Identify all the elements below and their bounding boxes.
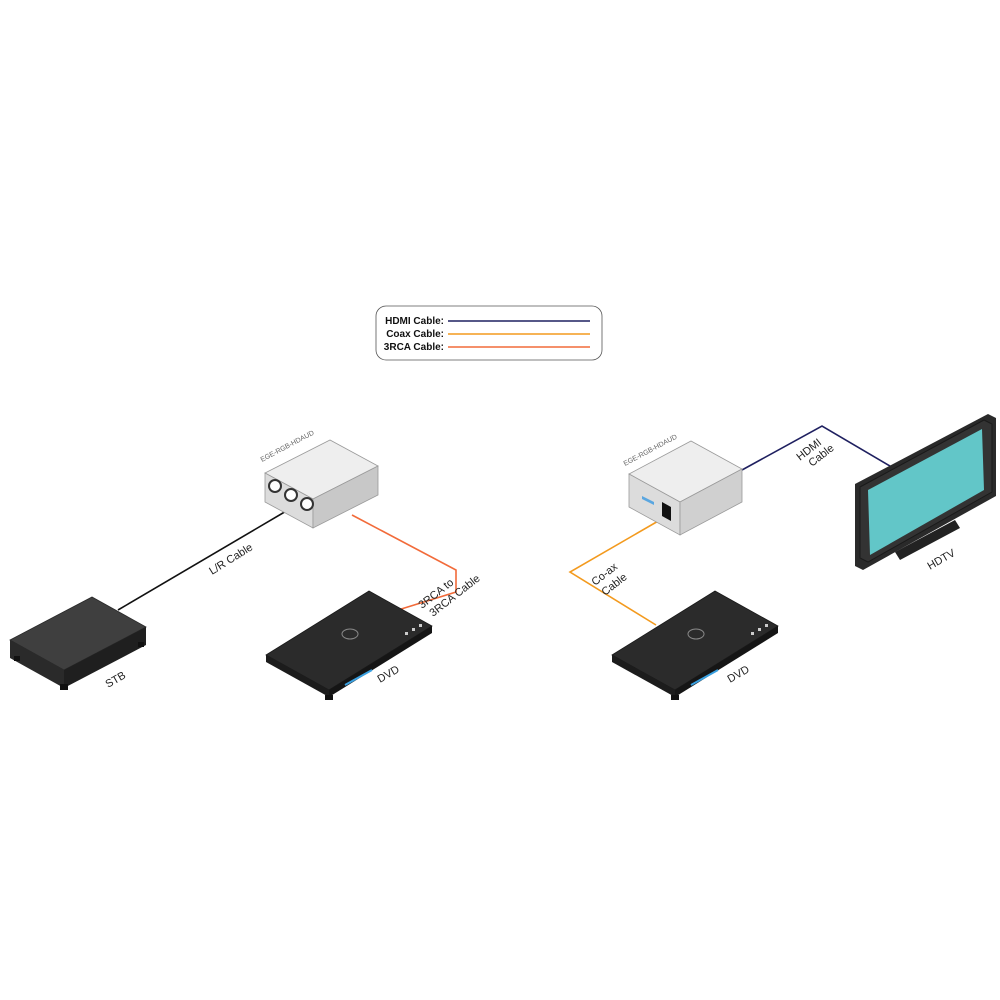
left-ege-device: EGE-RGB-HDAUD (260, 430, 379, 529)
rca-cable (351, 514, 457, 611)
right-dvd-label: DVD (726, 664, 752, 686)
led-indicator (642, 496, 654, 505)
legend-hdmi-label: HDMI Cable: (385, 316, 444, 327)
right-cables (568, 425, 891, 626)
hdmi-cable (741, 425, 891, 471)
legend-coax-label: Coax Cable: (386, 329, 444, 340)
legend-rca-label: 3RCA Cable: (384, 342, 444, 353)
coax-port (662, 502, 671, 521)
left-dvd-label: DVD (376, 664, 402, 686)
right-ege-device: EGE-RGB-HDAUD (623, 434, 743, 536)
legend: HDMI Cable: Coax Cable: 3RCA Cable: (375, 305, 603, 361)
hdtv-screen (868, 429, 984, 555)
right-dvd-device: DVD (611, 590, 779, 700)
stb-label: STB (104, 670, 129, 691)
stb-device: STB (9, 596, 147, 691)
hdtv-label: HDTV (926, 547, 959, 573)
lr-cable-label: L/R Cable (207, 541, 255, 577)
rca-jacks (268, 479, 314, 511)
coax-cable (568, 519, 661, 626)
hdtv-stand (895, 520, 960, 560)
lr-cable (117, 509, 289, 611)
hdtv-device: HDTV (855, 414, 996, 573)
left-cables (117, 509, 457, 611)
left-dvd-device: DVD (265, 590, 433, 700)
